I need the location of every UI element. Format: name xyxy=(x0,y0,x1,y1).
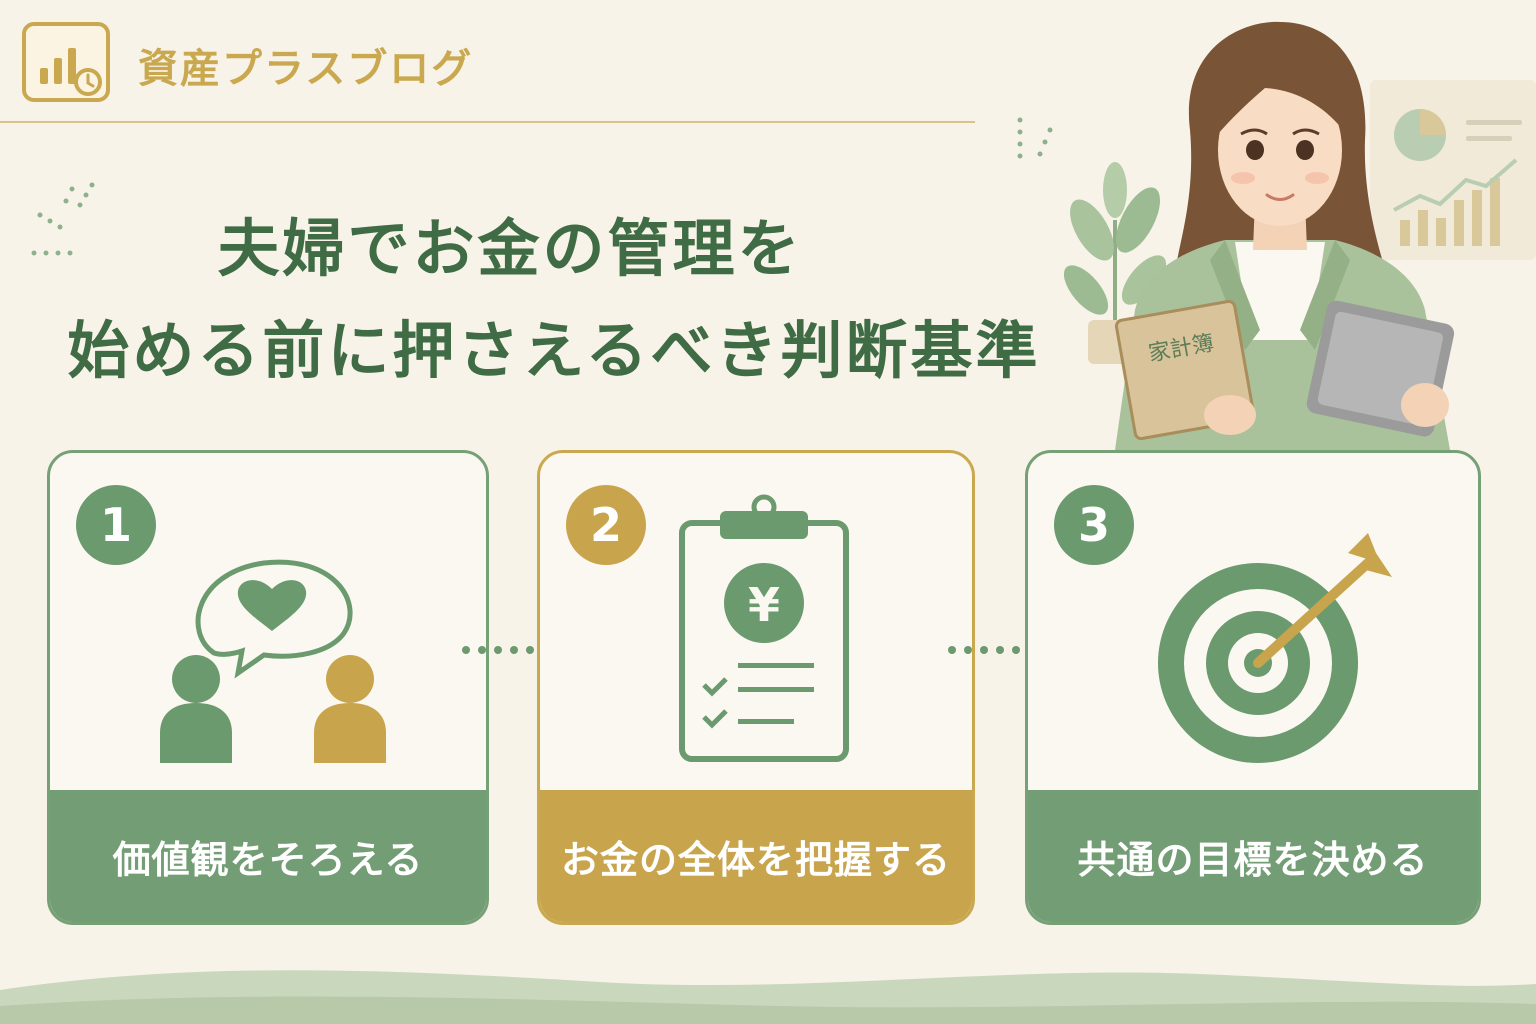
step-card-3[interactable]: 3 共通の目標を決める xyxy=(1025,450,1481,925)
step-label: お金の全体を把握する xyxy=(560,837,951,882)
chart-board-illustration xyxy=(1370,80,1536,260)
woman-advisor-illustration: 家計簿 xyxy=(1114,21,1455,450)
bottom-wave-decoration xyxy=(0,970,1536,1024)
header-divider xyxy=(0,121,975,123)
sparkle-decoration-left xyxy=(31,182,95,256)
couple-heart-chat-icon xyxy=(160,559,386,763)
page-title-line2: 始める前に押さえるべき判断基準 xyxy=(67,314,1041,387)
step-label-band: 価値観をそろえる xyxy=(50,790,486,922)
step-label-band: 共通の目標を決める xyxy=(1028,790,1478,922)
step-label: 共通の目標を決める xyxy=(1077,837,1429,882)
yen-clipboard-checklist-icon: ¥ xyxy=(679,494,849,762)
step-number-badge: 3 xyxy=(1054,485,1134,565)
page-title-line1: 夫婦でお金の管理を xyxy=(217,212,803,285)
step-card-2[interactable]: 2 ¥ お金の全体を把握する xyxy=(537,450,975,925)
step-card-1[interactable]: 1 価値観をそろえる xyxy=(47,450,489,925)
blog-logo[interactable] xyxy=(22,22,110,102)
blog-name[interactable]: 資産プラスブログ xyxy=(138,46,474,92)
step-label-band: お金の全体を把握する xyxy=(540,790,972,922)
step-label: 価値観をそろえる xyxy=(112,837,424,882)
sparkle-decoration-right xyxy=(1017,117,1053,159)
bar-chart-clock-icon xyxy=(40,48,102,96)
target-arrow-icon xyxy=(1158,533,1392,763)
svg-text:¥: ¥ xyxy=(748,578,780,632)
step-number-badge: 1 xyxy=(76,485,156,565)
step-number-badge: 2 xyxy=(566,485,646,565)
